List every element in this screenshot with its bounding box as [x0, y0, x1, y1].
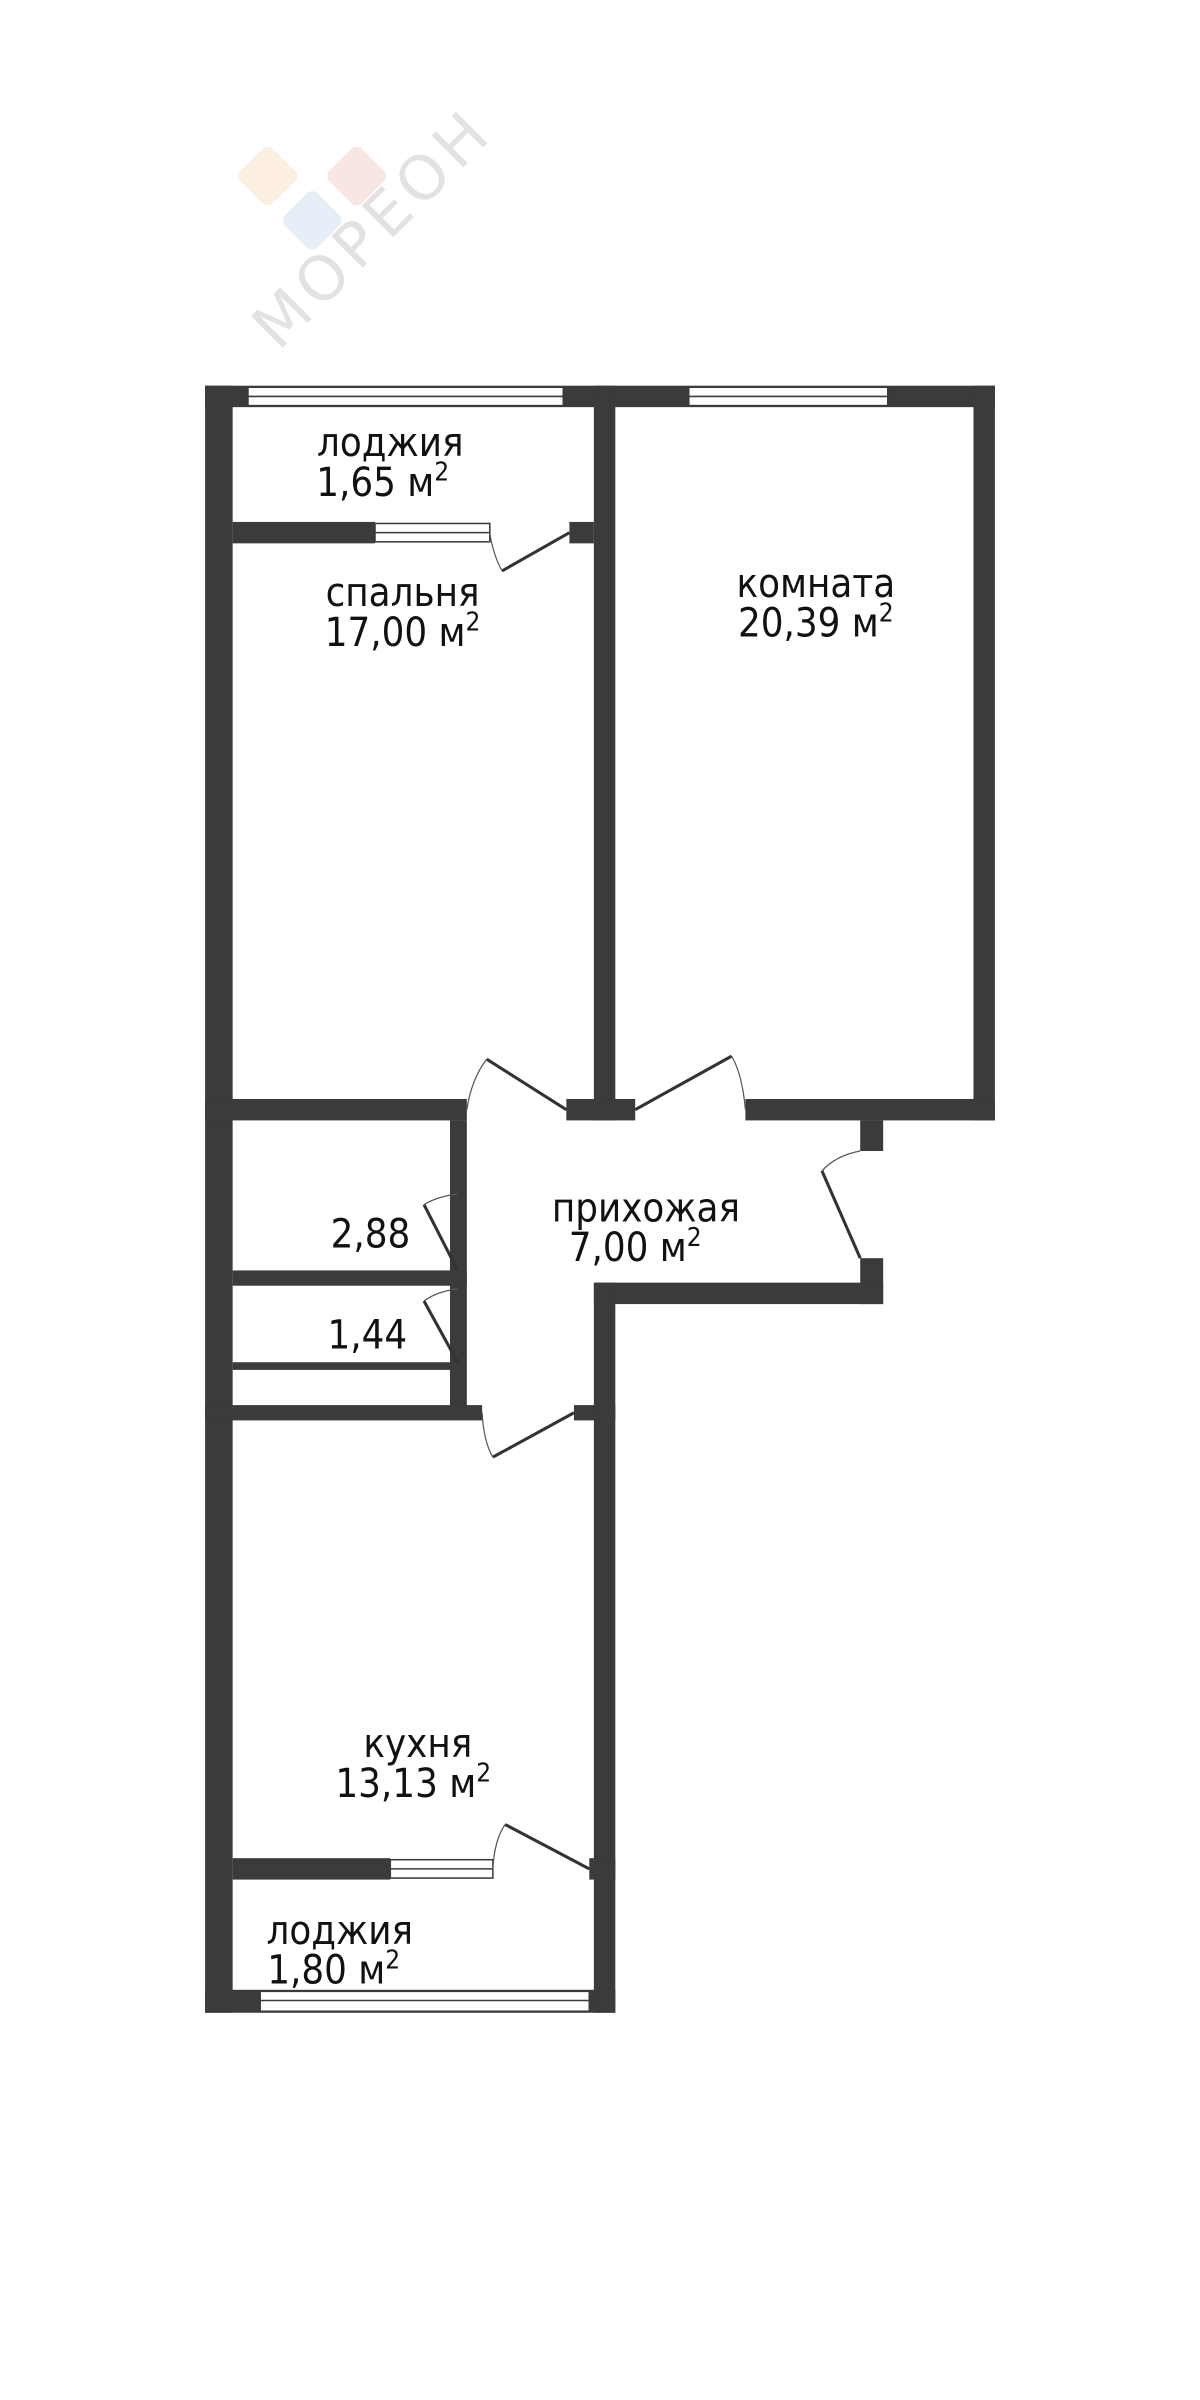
- room-area-bedroom: 17,00 м2: [325, 608, 481, 656]
- room-name-room: комната: [737, 561, 896, 607]
- room-area-loggia-bottom: 1,80 м2: [267, 1945, 400, 1993]
- room-name-kitchen: кухня: [363, 1721, 472, 1767]
- room-name-loggia-bottom: лоджия: [267, 1908, 414, 1954]
- room-name-loggia-top: лоджия: [317, 420, 464, 466]
- logo-text: МОРЕОН: [239, 95, 507, 363]
- room-area-loggia-top: 1,65 м2: [316, 458, 449, 506]
- room-area-storage-2: 1,44: [328, 1312, 408, 1358]
- room-labels: лоджия 1,65 м2 спальня 17,00 м2 комната …: [267, 420, 896, 1994]
- windows: [247, 386, 889, 2012]
- doors: [422, 531, 862, 1871]
- room-area-hallway: 7,00 м2: [569, 1223, 702, 1271]
- room-area-storage-1: 2,88: [331, 1211, 411, 1257]
- logo-square-pink: [327, 146, 386, 206]
- logo-square-peach: [238, 146, 298, 206]
- room-name-bedroom: спальня: [326, 570, 480, 616]
- logo-square-blue: [282, 191, 342, 250]
- room-name-hallway: прихожая: [552, 1185, 740, 1231]
- room-area-kitchen: 13,13 м2: [335, 1759, 491, 1807]
- room-area-room: 20,39 м2: [738, 598, 894, 646]
- moreon-logo: МОРЕОН: [238, 95, 507, 363]
